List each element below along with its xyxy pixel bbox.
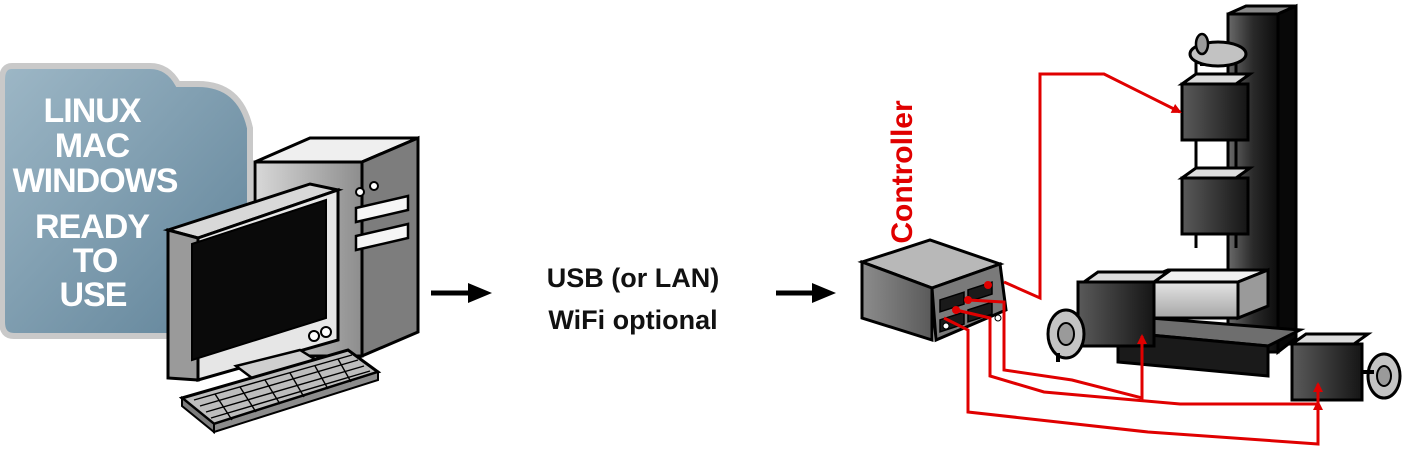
- controller-label: Controller: [886, 100, 919, 244]
- to-label: TO: [73, 242, 118, 280]
- connection-wifi-label: WiFi optional: [548, 305, 717, 335]
- keyboard-icon: [178, 348, 382, 435]
- wiring-group: [943, 72, 1323, 446]
- controller-box-icon: [857, 238, 1008, 343]
- connection-usb-lan-label: USB (or LAN): [547, 263, 719, 293]
- os-badge: LINUX MAC WINDOWS READY TO USE: [0, 63, 253, 339]
- arrow-to-connection-icon: [431, 283, 492, 303]
- cnc-machine-icon: [1046, 3, 1402, 402]
- arrow-to-controller-icon: [776, 283, 836, 303]
- os-label-linux: LINUX: [44, 92, 142, 130]
- ready-label: READY: [35, 208, 150, 246]
- monitor-icon: [162, 182, 344, 382]
- wire-to-z-motor: [1003, 72, 1182, 301]
- wire-to-y-motor-lower: [943, 316, 1323, 446]
- wire-to-x-motor: [967, 298, 1147, 400]
- use-label: USE: [60, 276, 127, 314]
- os-label-windows: WINDOWS: [13, 162, 178, 200]
- os-label-mac: MAC: [55, 127, 130, 165]
